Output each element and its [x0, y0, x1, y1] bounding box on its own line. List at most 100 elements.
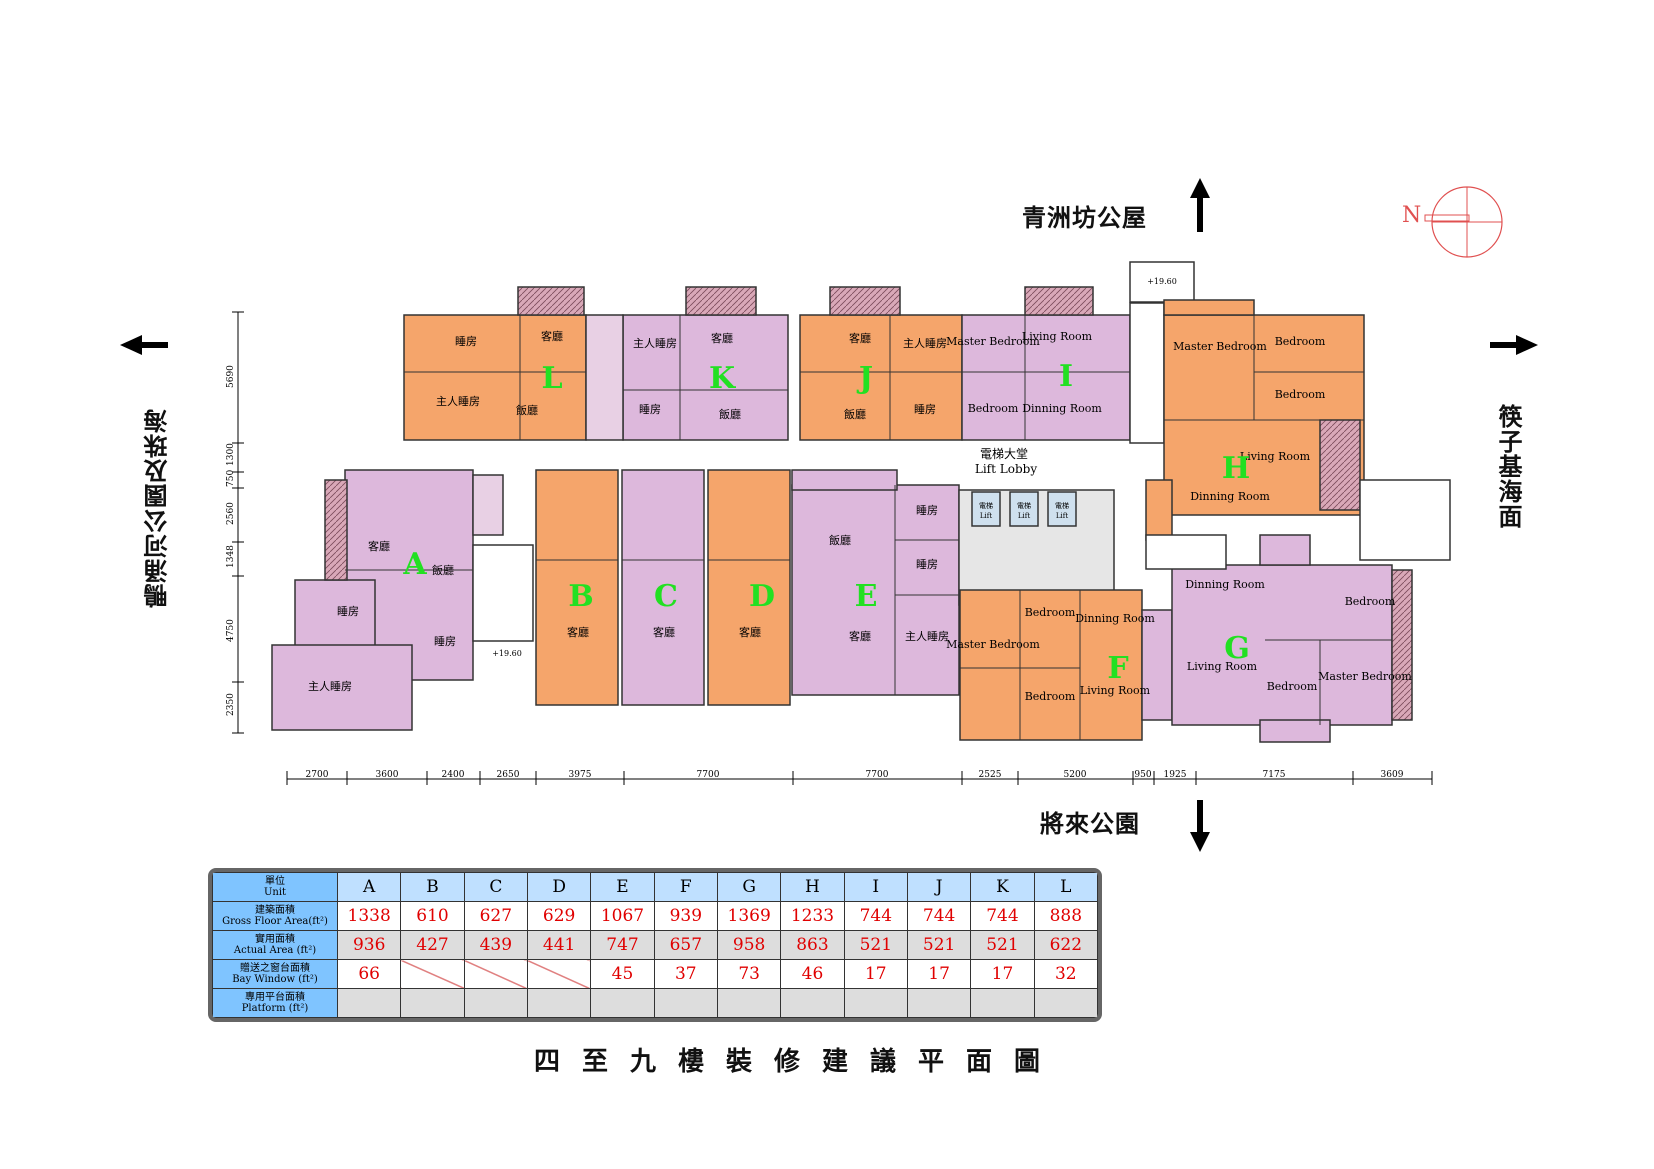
dim-bottom-11: 7175	[1263, 770, 1286, 780]
room-label: Master Bedroom	[1318, 670, 1412, 683]
table-row: 贈送之窗台面積 Bay Window (ft²) 66 45 37 73 46 …	[212, 959, 1098, 989]
unit-g-shape	[1171, 564, 1393, 726]
table-cell: 73	[716, 959, 782, 989]
table-cell: 1338	[336, 901, 402, 931]
lift-label: Lift	[1018, 512, 1030, 520]
table-cell: 747	[590, 930, 655, 960]
table-cell: 427	[400, 930, 465, 960]
unit-i-shape	[961, 314, 1131, 441]
room-label: 飯廳	[844, 407, 866, 421]
table-cell: 45	[590, 959, 655, 989]
table-cell: 521	[906, 930, 972, 960]
table-cell-empty	[336, 988, 402, 1018]
room-label: 飯廳	[516, 403, 538, 417]
unit-letter-a: A	[402, 547, 427, 582]
lift-label: Lift	[1056, 512, 1068, 520]
table-cell-empty	[716, 988, 782, 1018]
room-label: 主人睡房	[905, 630, 949, 643]
table-row: 建築面積 Gross Floor Area(ft²) 1338 610 627 …	[212, 901, 1098, 931]
room-label: Bedroom	[1267, 680, 1318, 693]
table-cell-empty	[463, 959, 528, 989]
dim-bottom-12: 3609	[1381, 770, 1404, 780]
dim-left-5: 4750	[226, 619, 236, 642]
row-label: 專用平台面積 Platform (ft²)	[212, 988, 338, 1018]
table-cell-empty	[590, 988, 655, 1018]
compass-north-letter: N	[1402, 203, 1421, 228]
dim-bottom-4: 3975	[569, 770, 592, 780]
room-label: 睡房	[916, 558, 938, 571]
table-cell: 441	[526, 930, 592, 960]
room-label: Master Bedroom	[1173, 340, 1267, 353]
room-label: 睡房	[434, 635, 456, 648]
area-table-header-label: 單位 Unit	[212, 872, 338, 902]
table-cell: 888	[1033, 901, 1098, 931]
table-cell: 863	[780, 930, 845, 960]
room-label: Bedroom	[1025, 606, 1076, 619]
south-label: 將來公園	[1040, 809, 1140, 838]
room-label: 飯廳	[829, 533, 851, 547]
room-label: Dinning Room	[1185, 578, 1265, 591]
lift-label: 電梯	[1017, 501, 1031, 510]
room-label: 睡房	[639, 403, 661, 416]
lift-label: Lift	[980, 512, 992, 520]
unit-letter-l: L	[541, 361, 562, 396]
table-cell: 936	[336, 930, 402, 960]
dim-bottom-6: 7700	[866, 770, 889, 780]
room-label: Bedroom	[1345, 595, 1396, 608]
lift-label: 電梯	[1055, 501, 1069, 510]
room-label: Master Bedroom	[946, 638, 1040, 651]
north-label: 青洲坊公屋	[1022, 203, 1147, 232]
table-cell-empty	[526, 959, 592, 989]
plan-title: 四至九樓裝修建議平面圖	[534, 1047, 1063, 1077]
table-cell: 657	[653, 930, 718, 960]
room-label: 客廳	[711, 331, 733, 345]
table-cell: 521	[970, 930, 1035, 960]
level-mark: +19.60	[492, 649, 522, 658]
north-arrow-icon	[1190, 178, 1210, 232]
lift-label: 電梯	[979, 501, 993, 510]
table-cell-empty	[463, 988, 528, 1018]
dim-left-4: 1348	[226, 545, 236, 568]
table-cell: 622	[1033, 930, 1098, 960]
unit-j-shape	[799, 314, 963, 441]
table-cell: 627	[463, 901, 528, 931]
level-mark: +19.60	[1147, 277, 1177, 286]
lobby-label-en: Lift Lobby	[975, 462, 1037, 476]
row-label: 實用面積 Actual Area (ft²)	[212, 930, 338, 960]
table-cell: 939	[653, 901, 718, 931]
area-table-unit: G	[716, 872, 782, 902]
table-cell: 1233	[780, 901, 845, 931]
room-label: 飯廳	[432, 563, 454, 577]
room-label: Bedroom	[968, 402, 1019, 415]
area-table-unit: E	[590, 872, 655, 902]
area-table-unit: I	[843, 872, 908, 902]
table-row: 專用平台面積 Platform (ft²)	[212, 988, 1098, 1018]
room-label: 客廳	[849, 629, 871, 643]
table-cell-empty	[1033, 988, 1098, 1018]
room-label: Living Room	[1022, 330, 1093, 343]
room-label: 睡房	[337, 605, 359, 618]
room-label: 飯廳	[719, 407, 741, 421]
unit-letter-d: D	[749, 579, 775, 614]
dim-left-0: 5690	[226, 365, 236, 388]
table-cell-empty	[400, 959, 465, 989]
table-cell-empty	[780, 988, 845, 1018]
unit-b-shape	[535, 469, 619, 706]
unit-letter-i: I	[1059, 359, 1073, 394]
area-table-unit: F	[653, 872, 718, 902]
west-arrow-icon	[120, 335, 168, 355]
table-cell: 17	[970, 959, 1035, 989]
room-label: 主人睡房	[903, 337, 947, 350]
lobby-label-cn: 電梯大堂	[980, 447, 1028, 461]
dim-bottom-8: 5200	[1064, 770, 1087, 780]
room-label: Bedroom	[1275, 335, 1326, 348]
unit-letter-k: K	[709, 361, 736, 396]
compass-icon: N	[1402, 186, 1503, 258]
table-cell: 66	[336, 959, 402, 989]
row-label: 建築面積 Gross Floor Area(ft²)	[212, 901, 338, 931]
room-label: 客廳	[567, 625, 589, 639]
table-cell: 439	[463, 930, 528, 960]
room-label: Dinning Room	[1022, 402, 1102, 415]
unit-letter-j: J	[856, 361, 873, 396]
